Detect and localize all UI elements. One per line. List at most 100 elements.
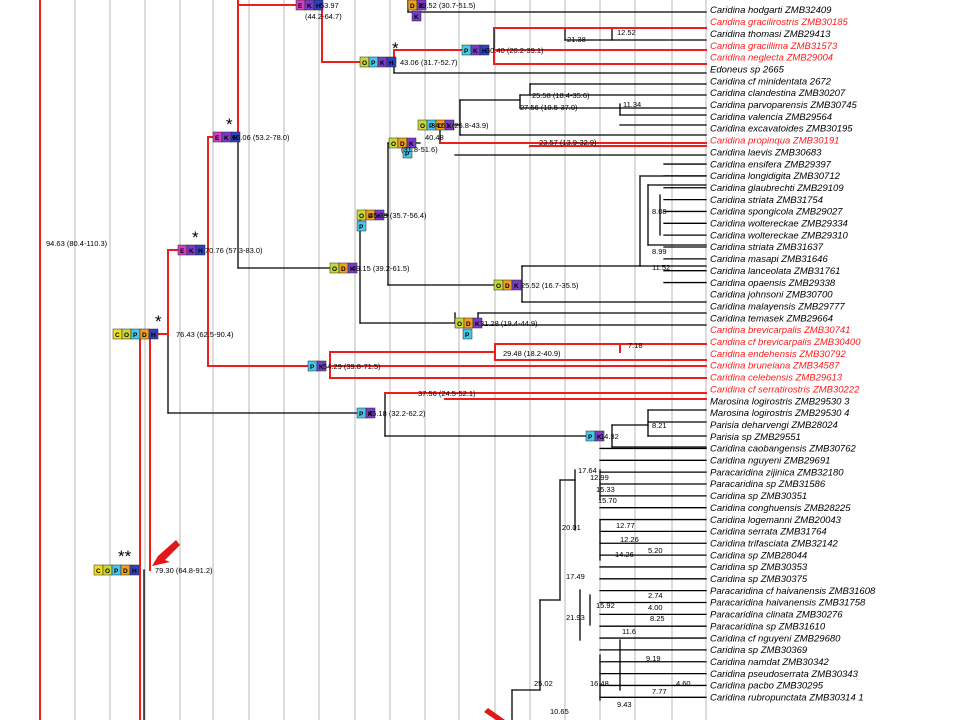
tip-label: Caridina conghuensis ZMB28225 <box>710 503 851 514</box>
node-age-label: 25.52 (16.7-35.5) <box>521 281 579 290</box>
tip-label: Parisia sp ZMB29551 <box>710 432 801 443</box>
state-letter: P <box>310 364 315 371</box>
tip-label: Caridina malayensis ZMB29777 <box>710 301 845 312</box>
node-age-label: 49.15 (39.2-61.5) <box>352 264 410 273</box>
node-age-label: 2.74 <box>648 591 663 600</box>
node-age-label: 53.97 <box>320 1 339 10</box>
state-letter: H <box>389 60 394 67</box>
node-age-label: 12.26 <box>620 535 639 544</box>
state-letter: H <box>316 3 321 10</box>
state-letter: P <box>405 151 410 158</box>
state-letter: K <box>473 48 478 55</box>
node-age-label: 76.43 (62.5-90.4) <box>176 330 234 339</box>
state-box-K <box>594 430 605 442</box>
state-letter: K <box>224 135 229 142</box>
state-letter: D <box>466 321 471 328</box>
state-letter: D <box>505 283 510 290</box>
node-age-label: 25.58 (18.4-35.6) <box>532 91 590 100</box>
state-letter: K <box>475 321 480 328</box>
node-age-label: 39.52 (30.7-51.5) <box>418 1 476 10</box>
tip-label: Caridina johnsoni ZMB30700 <box>710 290 833 301</box>
state-box-H <box>386 56 397 68</box>
state-letter: P <box>114 568 119 575</box>
state-box-P <box>402 147 413 159</box>
state-box-K <box>444 119 455 131</box>
tip-label: Caridina gracillima ZMB31573 <box>710 41 838 52</box>
tip-label: Caridina temasek ZMB29664 <box>710 313 833 324</box>
node-age-label: 12.77 <box>616 521 635 530</box>
state-letter: K <box>514 283 519 290</box>
state-letter: H <box>482 48 487 55</box>
state-letter: P <box>133 332 138 339</box>
node-age-label: 15.70 <box>598 496 617 505</box>
tip-label: Caridina woltereckae ZMB29334 <box>710 219 848 230</box>
tip-label: Caridina brevicarpalis ZMB30741 <box>710 325 850 336</box>
tip-label: Caridina cf brevicarpalis ZMB30400 <box>710 337 861 348</box>
node-age-label: 9.19 <box>646 654 661 663</box>
node-age-label: 11.6 <box>622 627 636 636</box>
support-marker: * <box>155 312 162 331</box>
node-age-label: 11.34 <box>623 100 641 109</box>
node-age-label: 15.92 <box>596 601 615 610</box>
tip-label: Paracaridina haivanensis ZMB31758 <box>710 598 866 609</box>
tip-label: Paracaridina sp ZMB31586 <box>710 479 826 490</box>
state-box-K <box>365 407 376 419</box>
node-age-label: 30.40 (20.2-39.1) <box>486 46 544 55</box>
node-age-label: (44.2-64.7) <box>305 12 342 21</box>
tip-label: Paracaridina cf haivanensis ZMB31608 <box>710 586 876 597</box>
node-age-label: 37.56 (24.5-52.1) <box>418 389 476 398</box>
tip-label: Caridina sp ZMB30375 <box>710 574 808 585</box>
state-letter: P <box>371 60 376 67</box>
state-letter: O <box>359 213 364 220</box>
node-age-label: 11.52 <box>652 263 670 272</box>
state-letter: O <box>457 321 462 328</box>
state-box-H <box>195 244 206 256</box>
state-letter: K <box>377 213 382 220</box>
tip-label: Caridina cf nguyeni ZMB29680 <box>710 633 841 644</box>
node-age-label: 16.48 <box>590 679 609 688</box>
tip-label: Caridina rubropunctata ZMB30314 1 <box>710 693 864 704</box>
node-age-label: 7.18 <box>628 341 643 350</box>
tip-label: Caridina ensifera ZMB29397 <box>710 159 832 170</box>
state-letter: P <box>588 434 593 441</box>
tip-label: Caridina cf minidentata 2672 <box>710 76 832 87</box>
state-letter: P <box>429 123 434 130</box>
tip-label: Marosina logirostris ZMB29530 3 <box>710 396 850 407</box>
state-letter: D <box>368 213 373 220</box>
state-letter: K <box>447 123 452 130</box>
tip-label: Caridina pacbo ZMB30295 <box>710 681 824 692</box>
node-age-label: 20.01 <box>562 523 581 532</box>
node-age-label: 14.26 <box>615 550 634 559</box>
tip-label: Caridina bruneiana ZMB34587 <box>710 361 840 372</box>
state-letter: D <box>400 141 405 148</box>
node-age-label: 27.56 (19.5-37.0) <box>520 103 578 112</box>
state-box-H <box>148 328 159 340</box>
tip-label: Caridina endehensis ZMB30792 <box>710 349 846 360</box>
state-box-P <box>356 220 367 232</box>
red-arrow <box>152 540 180 566</box>
state-letter: E <box>215 135 220 142</box>
node-age-label: 17.64 <box>578 466 597 475</box>
state-letter: D <box>438 123 443 130</box>
tip-label: Caridina hodgarti ZMB32409 <box>710 5 832 16</box>
tip-label: Caridina neglecta ZMB29004 <box>710 53 833 64</box>
state-letter: C <box>96 568 101 575</box>
node-age-label: 8.25 <box>650 614 665 623</box>
tip-label: Caridina namdat ZMB30342 <box>710 657 830 668</box>
tip-label: Caridina gracilirostris ZMB30185 <box>710 17 849 28</box>
state-box-P <box>462 328 473 340</box>
node-age-label: 34.51 (26.8-43.9) <box>431 121 489 130</box>
node-age-label: 21.38 <box>567 35 586 44</box>
node-age-label: 43.06 (31.7-52.7) <box>400 58 458 67</box>
state-letter: P <box>359 411 364 418</box>
node-age-label: 40.48 <box>425 133 444 142</box>
tip-label: Caridina striata ZMB31754 <box>710 195 823 206</box>
tip-label: Caridina sp ZMB30351 <box>710 491 807 502</box>
tip-label: Caridina woltereckae ZMB29310 <box>710 230 849 241</box>
state-box-H <box>129 564 140 576</box>
tip-label: Caridina lanceolata ZMB31761 <box>710 266 840 277</box>
tip-label: Caridina masapi ZMB31646 <box>710 254 828 265</box>
tip-label: Caridina trifasciata ZMB32142 <box>710 538 838 549</box>
support-marker: * <box>192 228 199 247</box>
state-letter: H <box>198 248 203 255</box>
